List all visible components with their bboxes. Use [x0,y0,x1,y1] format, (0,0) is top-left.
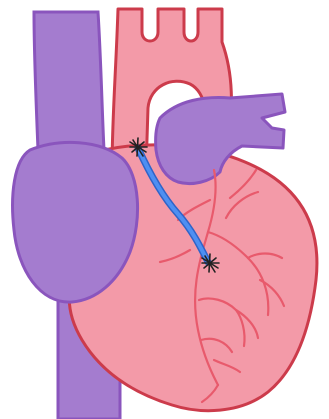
superior-vena-cava [34,12,104,150]
pulmonary-artery [156,94,285,184]
